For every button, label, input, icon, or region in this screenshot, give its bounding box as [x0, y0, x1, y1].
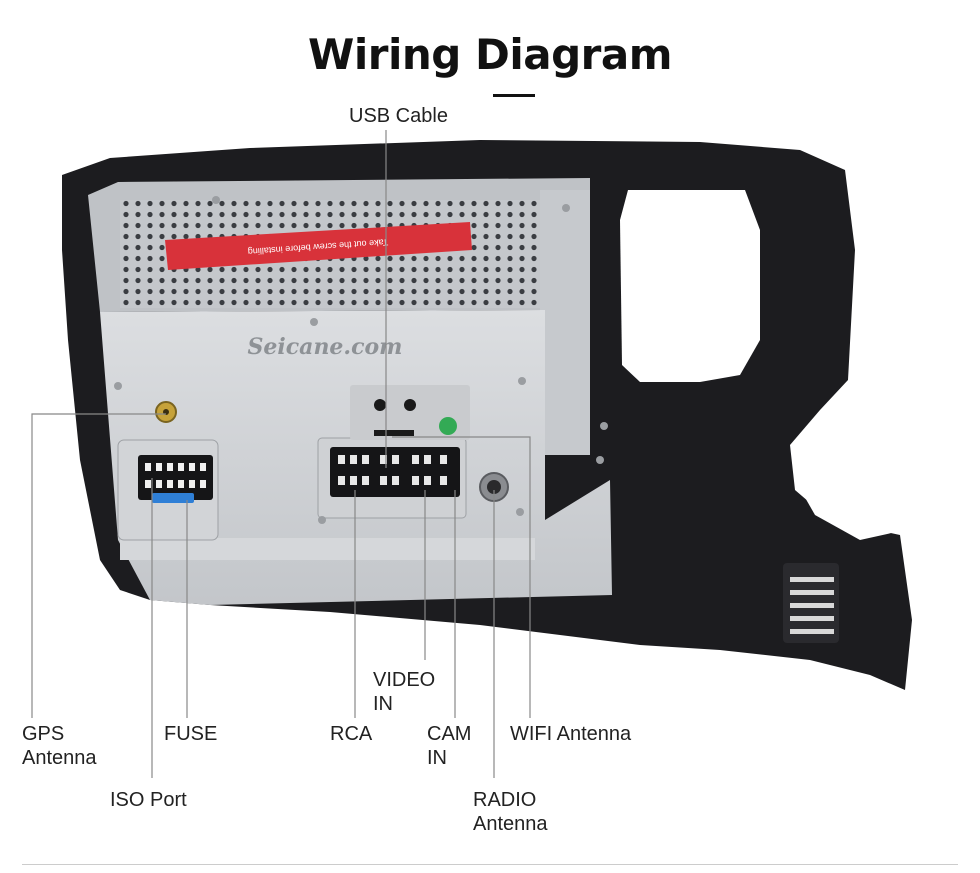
fuse: [152, 493, 194, 503]
title-underline: [493, 94, 535, 97]
gps-callout: [31, 413, 166, 718]
label-usb-cable: USB Cable: [349, 105, 448, 127]
label-gps-antenna: GPS Antenna: [22, 722, 97, 770]
label-cam-line1: CAM: [427, 723, 472, 745]
callout-lines: [31, 130, 531, 778]
label-wifi-antenna: WIFI Antenna: [510, 723, 632, 745]
label-radio-line1: RADIO: [473, 789, 537, 811]
warning-sticker: Take out the screw before installing: [165, 222, 472, 270]
gps-connector: [155, 401, 177, 423]
label-cam-in: CAM IN: [427, 722, 471, 770]
frame-vent: [783, 563, 839, 643]
label-rca: RCA: [330, 723, 373, 745]
iso-port: [117, 439, 219, 541]
footer-divider: [22, 864, 958, 865]
label-gps-line2: Antenna: [22, 747, 97, 769]
screws: [114, 196, 608, 524]
chassis-right: [540, 190, 590, 455]
watermark: Seicane.com: [248, 334, 403, 360]
label-gps-line1: GPS: [22, 723, 65, 745]
frame-cutout: [620, 190, 760, 382]
label-cam-line2: IN: [427, 747, 447, 769]
label-video-in: VIDEO IN: [373, 668, 435, 716]
label-iso-port: ISO Port: [110, 789, 187, 811]
frame-notch: [795, 440, 905, 540]
label-video-line2: IN: [373, 693, 393, 715]
radio-antenna-socket: [479, 472, 509, 502]
usb-port-area: [350, 385, 470, 440]
label-fuse: FUSE: [164, 723, 218, 745]
page-title: Wiring Diagram: [308, 30, 672, 79]
wifi-callout: [392, 436, 531, 718]
label-video-line1: VIDEO: [373, 669, 436, 691]
multi-connector: [317, 437, 467, 519]
label-radio-antenna: RADIO Antenna: [473, 788, 548, 836]
plate-lip: [120, 538, 535, 560]
label-radio-line2: Antenna: [473, 813, 548, 835]
